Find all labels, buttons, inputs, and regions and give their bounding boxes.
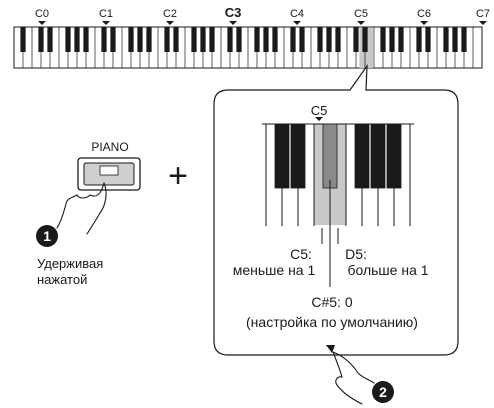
octave-marker-c6 [420,21,428,25]
piano-button-label: PIANO [91,140,128,154]
black-key [362,27,368,52]
black-key [380,27,386,52]
octave-marker-c4 [293,21,301,25]
zoom-black-key [370,123,386,189]
d5-label-line1: D5: [345,246,367,262]
octave-marker-c5 [357,21,365,25]
step-1-badge [36,225,58,247]
black-key [389,27,395,52]
black-key [38,27,44,52]
octave-label-c3: C3 [225,5,242,20]
black-key [299,27,305,52]
black-key [137,27,143,52]
step-1-number: 1 [43,228,51,244]
hold-caption-line2: нажатой [37,272,87,287]
black-key [128,27,134,52]
black-key [263,27,269,52]
c5-label-line2: меньше на 1 [233,262,316,278]
zoom-csharp5-key [322,123,338,189]
black-key [47,27,53,52]
octave-label-c5: C5 [354,8,368,20]
octave-label-c4: C4 [290,8,304,20]
black-key [272,27,278,52]
black-key [398,27,404,52]
pressing-hand-icon [56,182,107,235]
octave-marker-c0 [38,21,46,25]
black-key [236,27,242,52]
zoom-black-key [274,123,290,189]
black-key [335,27,341,52]
black-key [254,27,260,52]
black-key [461,27,467,52]
callout-top-label: C5 [311,103,328,118]
black-key [173,27,179,52]
black-key [110,27,116,52]
black-key [74,27,80,52]
octave-marker-c7 [479,21,487,25]
octave-marker-c3 [229,21,237,25]
black-key [164,27,170,52]
tap-arrow-icon [326,345,335,353]
default-setting-note: (настройка по умолчанию) [246,314,418,330]
plus-sign: + [168,157,188,195]
zoom-black-key [386,123,402,189]
step-2-number: 2 [379,384,387,400]
d5-label-line2: больше на 1 [347,262,428,278]
black-key [353,27,359,52]
black-key [83,27,89,52]
black-keys [20,27,467,52]
csharp5-label: C#5: 0 [311,294,352,310]
octave-label-c7: C7 [476,8,490,20]
zoom-black-key [290,123,306,189]
black-key [290,27,296,52]
full-keyboard [13,26,483,69]
black-key [101,27,107,52]
zoom-black-key [354,123,370,189]
black-key [227,27,233,52]
octave-label-c1: C1 [99,8,113,20]
black-key [326,27,332,52]
octave-label-c2: C2 [163,8,177,20]
black-key [200,27,206,52]
callout-top-marker [315,117,323,121]
step-2-badge [372,381,394,403]
black-key [416,27,422,52]
tapping-hand-icon [332,351,375,405]
hold-caption-line1: Удерживая [37,256,103,271]
black-key [452,27,458,52]
black-key [20,27,26,52]
black-key [65,27,71,52]
black-key [146,27,152,52]
octave-marker-c2 [166,21,174,25]
black-key [209,27,215,52]
c5-label-line1: C5: [290,246,312,262]
black-key [191,27,197,52]
octave-marker-c1 [102,21,110,25]
black-key [443,27,449,52]
octave-label-c0: C0 [35,8,49,20]
black-key [425,27,431,52]
piano-button[interactable] [77,157,141,191]
black-key [317,27,323,52]
octave-labels: C0 C1 C2 C3 C4 C5 C6 C7 [35,5,490,25]
octave-label-c6: C6 [417,8,431,20]
zoom-keyboard [262,123,414,226]
